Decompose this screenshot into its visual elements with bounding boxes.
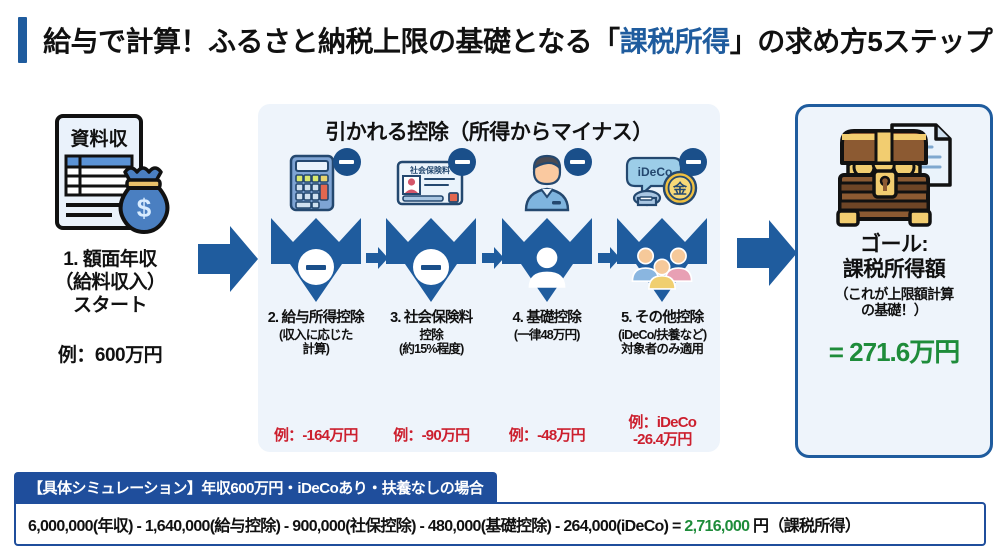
treasure-chest-icon bbox=[830, 119, 958, 231]
title-text: 給与で計算！ふるさと納税上限の基礎となる「課税所得」の求め方5ステップ bbox=[43, 20, 993, 60]
step-sub-2-line2: 計算) bbox=[302, 341, 330, 356]
ideco-icon: iDeCo 金 bbox=[625, 148, 708, 212]
step-amount-3: 例：-90万円 bbox=[393, 426, 470, 444]
step-amount-2: 例：-164万円 bbox=[273, 426, 358, 444]
goal-panel: ゴール: 課税所得額 （これが上限額計算 の基礎！） = 271.6万円 bbox=[795, 104, 993, 458]
simulation-formula-box: 6,000,000(年収) - 1,640,000(給与控除) - 900,00… bbox=[14, 502, 986, 546]
goal-title-line2: 課税所得額 bbox=[842, 257, 946, 281]
funnel-shape-5 bbox=[615, 214, 709, 306]
minus-badge-icon bbox=[448, 148, 477, 176]
calculator-icon bbox=[279, 148, 361, 212]
title-tail: 」の求め方5ステップ bbox=[729, 26, 993, 57]
formula-prefix: 6,000,000(年収) - 1,640,000(給与控除) - 900,00… bbox=[28, 518, 685, 535]
deduction-step-5: iDeCo 金 bbox=[605, 148, 721, 450]
step-sub-5-line2: 対象者のみ適用 bbox=[621, 341, 704, 356]
person-icon bbox=[510, 148, 592, 212]
svg-text:iDeCo: iDeCo bbox=[638, 165, 673, 179]
svg-text:資料収: 資料収 bbox=[70, 127, 128, 150]
flow-arrow-goal-icon bbox=[735, 216, 799, 290]
step-sub-3-line1: 控除 bbox=[419, 327, 444, 342]
start-example: 例：600万円 bbox=[57, 344, 163, 366]
step-title-4: 4. 基礎控除 bbox=[512, 310, 582, 326]
funnel-shape-4 bbox=[500, 214, 594, 306]
funnel-minus-icon bbox=[384, 244, 478, 290]
svg-text:社会保険料: 社会保険料 bbox=[409, 165, 450, 175]
simulation-header: 【具体シミュレーション】年収600万円・iDeCoあり・扶養なしの場合 bbox=[14, 472, 498, 502]
formula-suffix: 円（課税所得） bbox=[749, 518, 861, 535]
start-block: 資料収 $ 1. 額面年収 （給料収入） スタート 例：600万 bbox=[22, 112, 198, 367]
step-sub-2: (収入に応じた 計算) bbox=[279, 328, 353, 356]
minus-badge-icon bbox=[679, 148, 708, 176]
step-amount-5-line1: 例：iDeCo bbox=[628, 414, 697, 431]
step-title-5: 5. その他控除 bbox=[621, 310, 704, 326]
simulation-header-text: 【具体シミュレーション】年収600万円・iDeCoあり・扶養なしの場合 bbox=[28, 479, 484, 497]
simulation-formula: 6,000,000(年収) - 1,640,000(給与控除) - 900,00… bbox=[28, 512, 861, 536]
svg-text:$: $ bbox=[137, 193, 152, 223]
goal-sub-line1: （これが上限額計算 bbox=[834, 285, 955, 302]
step-sub-5: (iDeCo/扶養など) 対象者のみ適用 bbox=[618, 327, 707, 356]
start-label-line3: スタート bbox=[72, 295, 148, 317]
minus-badge-icon bbox=[563, 148, 592, 176]
start-label-line2: （給料収入） bbox=[54, 272, 166, 294]
step-amount-5-line2: -26.4万円 bbox=[632, 430, 692, 448]
step-sub-5-line1: (iDeCo/扶養など) bbox=[618, 327, 707, 342]
start-label-line1: 1. 額面年収 bbox=[63, 249, 157, 270]
step-title-2: 2. 給与所得控除 bbox=[267, 310, 365, 326]
title-lead: 給与で計算！ふるさと納税上限の基礎となる「 bbox=[43, 26, 620, 57]
deduction-panel: 引かれる控除（所得からマイナス） bbox=[258, 104, 720, 452]
goal-amount: = 271.6万円 bbox=[828, 336, 960, 367]
step-connector-arrow-icon bbox=[598, 246, 620, 270]
page-title: 給与で計算！ふるさと納税上限の基礎となる「課税所得」の求め方5ステップ bbox=[18, 16, 993, 64]
minus-badge-icon bbox=[332, 148, 361, 176]
funnel-shape-2 bbox=[269, 214, 363, 306]
deduction-step-2: 2. 給与所得控除 (収入に応じた 計算) 例：-164万円 bbox=[258, 148, 374, 450]
step-amount-4: 例：-48万円 bbox=[508, 426, 586, 444]
insurance-card-icon: 社会保険料 bbox=[394, 148, 477, 212]
salary-document-icon: 資料収 $ bbox=[49, 112, 171, 240]
title-highlight: 課税所得 bbox=[619, 26, 731, 57]
goal-sub-line2: の基礎！） bbox=[861, 301, 928, 318]
funnel-minus-icon bbox=[269, 244, 363, 290]
step-connector-arrow-icon bbox=[366, 246, 388, 270]
funnel-person-icon bbox=[500, 244, 594, 290]
goal-subtitle: （これが上限額計算 の基礎！） bbox=[834, 285, 955, 318]
step-sub-4: (一律48万円) bbox=[513, 327, 581, 342]
formula-result: 2,716,000 bbox=[684, 518, 750, 535]
step-sub-4-line1: (一律48万円) bbox=[513, 327, 581, 342]
step-sub-3-line2: (約15%程度) bbox=[399, 341, 464, 356]
goal-title: ゴール: 課税所得額 bbox=[843, 233, 946, 283]
deduction-panel-heading: 引かれる控除（所得からマイナス） bbox=[325, 121, 653, 144]
step-sub-3: 控除 (約15%程度) bbox=[399, 327, 464, 356]
deduction-step-4: 4. 基礎控除 (一律48万円) 例：-48万円 bbox=[489, 148, 605, 450]
svg-text:金: 金 bbox=[672, 181, 688, 197]
start-label: 1. 額面年収 （給料収入） スタート bbox=[22, 248, 198, 318]
deduction-steps: 2. 給与所得控除 (収入に応じた 計算) 例：-164万円 社会保険料 bbox=[258, 148, 721, 450]
flow-arrow-right-icon bbox=[196, 222, 260, 296]
goal-title-line1: ゴール: bbox=[860, 233, 928, 256]
step-sub-2-line1: (収入に応じた bbox=[278, 327, 353, 342]
title-accent-bar bbox=[18, 17, 27, 63]
funnel-family-icon bbox=[615, 244, 709, 290]
step-connector-arrow-icon bbox=[482, 246, 504, 270]
deduction-step-3: 社会保険料 bbox=[374, 148, 490, 450]
funnel-shape-3 bbox=[384, 214, 478, 306]
step-amount-5: 例：iDeCo -26.4万円 bbox=[605, 414, 721, 448]
step-title-3: 3. 社会保険料 bbox=[390, 310, 473, 326]
